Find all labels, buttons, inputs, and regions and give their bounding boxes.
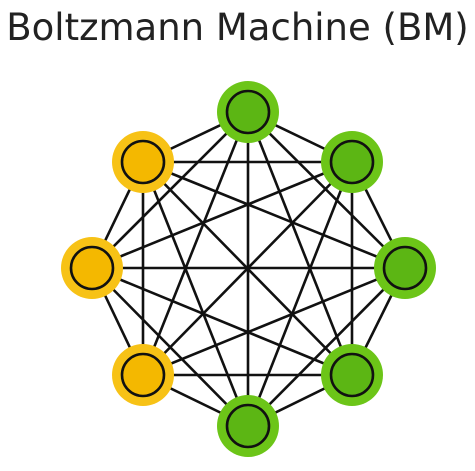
hidden-unit-node <box>321 344 383 406</box>
edge-n2-n7 <box>142 160 406 270</box>
edge-n2-n4 <box>247 267 406 427</box>
visible-node-inner-circle <box>120 139 166 185</box>
hidden-unit-node <box>217 81 279 143</box>
edge-n0-n2 <box>247 111 406 269</box>
hidden-unit-node <box>374 237 436 299</box>
edge-layer <box>90 110 407 428</box>
edge-n0-n3 <box>246 111 354 376</box>
hidden-unit-node <box>321 131 383 193</box>
hidden-node-inner-circle <box>225 403 271 449</box>
visible-unit-node <box>61 237 123 299</box>
visible-unit-node <box>112 131 174 193</box>
visible-unit-node <box>112 344 174 406</box>
edge-n3-n7 <box>142 161 353 376</box>
hidden-unit-node <box>217 395 279 457</box>
edge-n4-n6 <box>91 267 249 427</box>
edge-n3-n6 <box>91 266 353 377</box>
edge-n1-n4 <box>246 161 354 427</box>
edge-n0-n5 <box>141 111 250 376</box>
edge-n4-n7 <box>141 161 250 427</box>
edge-n2-n5 <box>142 266 406 377</box>
visible-node-inner-circle <box>120 352 166 398</box>
hidden-node-inner-circle <box>382 245 428 291</box>
node-layer <box>61 81 436 457</box>
hidden-node-inner-circle <box>225 89 271 135</box>
hidden-node-inner-circle <box>329 139 375 185</box>
visible-node-inner-circle <box>69 245 115 291</box>
edge-n1-n6 <box>91 160 353 270</box>
diagram-title: Boltzmann Machine (BM) <box>6 6 469 49</box>
hidden-node-inner-circle <box>329 352 375 398</box>
